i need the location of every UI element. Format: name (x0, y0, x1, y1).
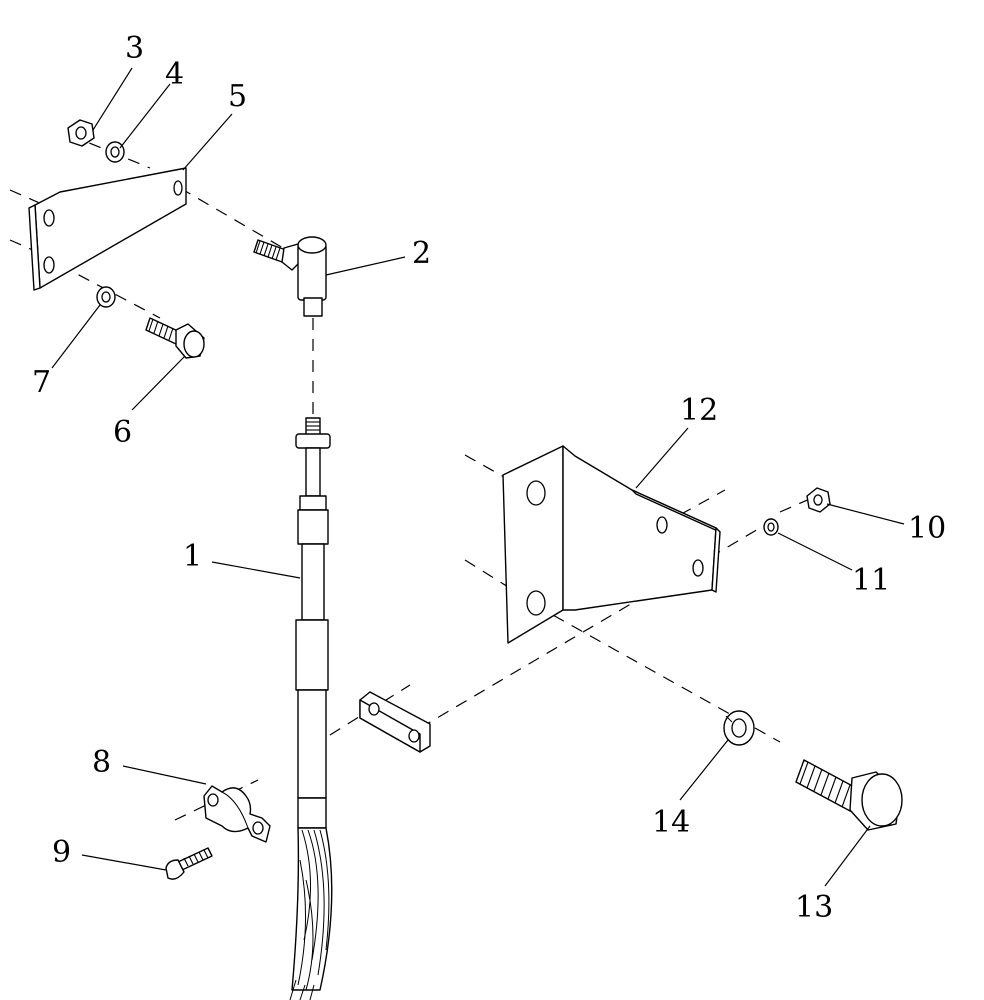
part-13-hex-bolt (795, 759, 903, 831)
callout-10: 10 (908, 511, 946, 546)
callout-11: 11 (852, 563, 890, 598)
part-1-cable-assembly (289, 417, 333, 1000)
part-1-cable-strands (289, 827, 333, 1000)
part-9-screw (165, 847, 213, 880)
callout-12: 12 (680, 393, 718, 428)
callout-9: 9 (52, 835, 71, 870)
callout-numbers: 3 4 5 2 7 6 1 12 10 11 8 9 14 13 (32, 31, 946, 925)
part-7-washer (96, 286, 116, 308)
part-10-hex-nut (806, 487, 831, 513)
callout-14: 14 (652, 805, 690, 840)
callout-4: 4 (165, 57, 184, 92)
callout-1: 1 (183, 539, 202, 574)
callout-3: 3 (125, 31, 144, 66)
part-3-hex-nut (67, 119, 95, 147)
clamp-backing-plate (359, 691, 431, 753)
part-2-thread (253, 239, 287, 263)
leader-lines (51, 67, 905, 887)
part-14-lock-washer (723, 710, 755, 746)
part-6-hex-bolt (145, 317, 205, 359)
part-2-rod-end-fitting (253, 236, 327, 317)
callout-2: 2 (412, 236, 431, 271)
callout-5: 5 (228, 79, 247, 114)
callout-13: 13 (795, 890, 833, 925)
callout-7: 7 (32, 365, 51, 400)
callout-8: 8 (92, 745, 111, 780)
part-5-triangular-plate (28, 167, 187, 291)
part-12-gusset-bracket (502, 445, 721, 644)
part-8-cable-clamp (203, 785, 271, 843)
callout-6: 6 (113, 415, 132, 450)
part-11-washer (763, 518, 779, 536)
part-4-washer (105, 141, 125, 163)
